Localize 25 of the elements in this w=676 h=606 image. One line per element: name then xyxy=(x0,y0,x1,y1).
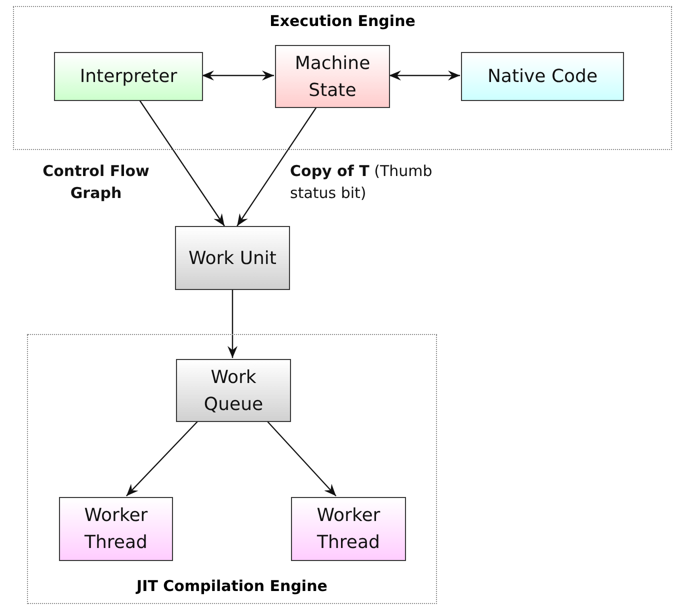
group-container xyxy=(27,334,437,604)
process-box xyxy=(59,497,173,561)
process-box xyxy=(291,497,406,561)
box-label: Native Code xyxy=(486,65,599,89)
box-label: Machine State xyxy=(294,52,372,102)
box-label: Interpreter xyxy=(78,65,178,89)
box-label: Worker Thread xyxy=(316,504,382,555)
group-title: JIT Compilation Engine xyxy=(134,577,328,595)
process-box xyxy=(54,52,203,101)
arrow xyxy=(126,420,198,496)
process-box xyxy=(175,226,290,290)
box-label: Worker Thread xyxy=(83,504,149,555)
process-box xyxy=(275,45,390,108)
box-label: Work Unit xyxy=(188,246,278,270)
box-label: Work Queue xyxy=(202,366,264,416)
arrow xyxy=(266,420,336,496)
arrow xyxy=(389,70,460,80)
arrow xyxy=(202,70,274,80)
process-box xyxy=(461,52,624,101)
arrow xyxy=(228,290,238,358)
arrow xyxy=(138,100,225,226)
arrow xyxy=(236,106,318,226)
group-container xyxy=(13,6,672,150)
group-title: Execution Engine xyxy=(268,12,416,30)
process-box xyxy=(176,359,291,422)
